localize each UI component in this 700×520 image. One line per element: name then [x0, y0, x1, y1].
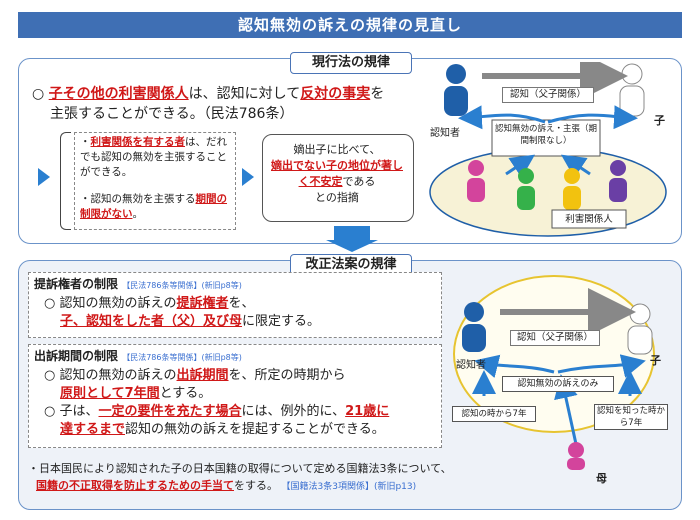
person-icon — [619, 63, 645, 117]
s2-l2-end: とする。 — [159, 386, 212, 401]
footer-note: ・日本国民により認知された子の日本国籍の取得について定める国籍法3条について、 … — [28, 460, 588, 496]
fig1-recog-label: 認知（父子関係） — [502, 87, 594, 103]
person-icon — [444, 64, 468, 116]
footer-l2-end: をする。 — [234, 479, 278, 492]
s2-title-row: 出訴期間の制限 【民法786条等関係】(新旧p8等) — [34, 347, 242, 364]
footer-l2-ref: 【国籍法3条3項関係】(新旧p13) — [281, 482, 417, 492]
fig2-recog-label: 認知（父子関係） — [510, 330, 600, 346]
person-icon — [567, 442, 585, 470]
s1-title-row: 提訴権者の制限 【民法786条等関係】(新旧p8等) — [34, 275, 242, 292]
right-arrow-icon — [242, 168, 254, 186]
person-icon — [627, 303, 653, 355]
s2-l3-mid: には、例外的に、 — [241, 404, 346, 419]
right-arrow-icon — [38, 168, 50, 186]
interested-label-box — [551, 209, 627, 229]
person-icon — [462, 302, 486, 352]
s2-l3-pre: 子は、 — [59, 404, 99, 419]
item2-pre: 認知の無効を主張する — [90, 193, 196, 205]
current-item-2: ・認知の無効を主張する期間の制限がない。 — [80, 193, 227, 220]
s1-l1-end: を、 — [228, 296, 255, 311]
page-title: 認知無効の訴えの規律の見直し — [18, 12, 682, 38]
s2-l3-red: 一定の要件を充たす場合 — [98, 404, 242, 419]
person-icon — [609, 160, 627, 202]
main-line-2: 主張することができる。（民法786条） — [50, 106, 294, 122]
fig2-from-know: 認知を知った時から7年 — [594, 404, 668, 430]
current-main-text: ○ 子その他の利害関係人は、認知に対して反対の事実を 主張することができる。（民… — [32, 84, 452, 124]
current-list-box — [74, 132, 236, 230]
s2-l1-red: 出訴期間 — [176, 368, 229, 383]
current-issue-box — [262, 134, 414, 222]
s1-l1-pre: 認知の無効の訴えの — [59, 296, 177, 311]
main-end: を — [370, 86, 385, 102]
down-arrow-head — [326, 240, 378, 252]
footer-l1: ・日本国民により認知された子の日本国籍の取得について定める国籍法3条について、 — [28, 462, 452, 475]
fig1-claim-label: 認知無効の訴え・主張（期間制限なし） — [494, 124, 597, 146]
current-law-figure — [429, 62, 667, 237]
brace — [60, 132, 71, 230]
s2-title: 出訴期間の制限 — [34, 349, 119, 363]
s2-l1-end: を、所定の時期から — [228, 368, 346, 383]
item2-red: 期間の制限がない — [80, 193, 227, 220]
claim-box — [491, 119, 601, 157]
issue-red: 嫡出でない子の地位が著しく不安定 — [271, 159, 403, 188]
bullet: ○ — [32, 86, 45, 102]
reform-figure — [453, 275, 655, 470]
footer-l2-red: 国籍の不正取得を防止するための手当て — [36, 479, 234, 492]
s2-ref: 【民法786条等関係】(新旧p8等) — [122, 353, 242, 362]
main-red-1: 子その他の利害関係人 — [48, 86, 189, 102]
fig1-interested-label: 利害関係人 — [565, 214, 613, 225]
s2-l4-end: 認知の無効の訴えを提起することができる。 — [125, 422, 385, 437]
s2-l4-red: 達するまで — [60, 422, 126, 437]
main-mid: は、認知に対して — [188, 86, 301, 102]
issue-l3: との指摘 — [315, 191, 359, 204]
fig2-claim-label: 認知無効の訴えのみ — [502, 376, 614, 392]
s1-ref: 【民法786条等関係】(新旧p8等) — [122, 281, 242, 290]
person-icon — [517, 168, 535, 210]
current-issue-text: 嫡出子に比べて、 嫡出でない子の地位が著しく不安定である との指摘 — [266, 142, 408, 206]
s2-body: ○ 認知の無効の訴えの出訴期間を、所定の時期から 原則として7年間とする。 ○ … — [44, 368, 390, 437]
s1-l2-red: 子、認知をした者（父）及び母 — [60, 314, 243, 329]
s2-l1-pre: 認知の無効の訴えの — [59, 368, 177, 383]
issue-end: である — [342, 175, 376, 188]
s2-l3-red2: 21歳に — [345, 404, 390, 419]
fig1-parent-label: 認知者 — [430, 128, 460, 139]
interested-parties-oval — [429, 147, 667, 237]
fig1-child-label: 子 — [654, 114, 665, 127]
plaintiff-section — [28, 272, 442, 338]
fig2-mother-label: 母 — [596, 472, 607, 485]
s1-l1-red: 提訴権者 — [176, 296, 229, 311]
fig2-parent-label: 認知者 — [456, 360, 486, 371]
s1-title: 提訴権者の制限 — [34, 277, 119, 291]
period-section — [28, 344, 442, 448]
main-red-2: 反対の事実 — [300, 86, 371, 102]
issue-l1: 嫡出子に比べて、 — [293, 143, 381, 156]
item1-rest: は、だれでも認知の無効を主張することができる。 — [80, 136, 227, 178]
current-item-1: ・利害関係を有する者は、だれでも認知の無効を主張することができる。 — [80, 136, 227, 178]
s1-l2-end: に限定する。 — [242, 314, 321, 329]
person-icon — [467, 160, 485, 202]
s2-l2-red: 原則として7年間 — [60, 386, 160, 401]
fig2-from-recog: 認知の時から7年 — [452, 406, 536, 422]
s1-body: ○ 認知の無効の訴えの提訴権者を、 子、認知をした者（父）及び母に限定する。 — [44, 296, 321, 329]
current-law-label: 現行法の規律 — [290, 52, 412, 74]
item2-end: 。 — [132, 208, 144, 220]
fig2-child-label: 子 — [650, 354, 661, 367]
item1-red: 利害関係を有する者 — [90, 136, 186, 148]
person-icon — [563, 168, 581, 210]
down-arrow-icon — [334, 226, 370, 240]
